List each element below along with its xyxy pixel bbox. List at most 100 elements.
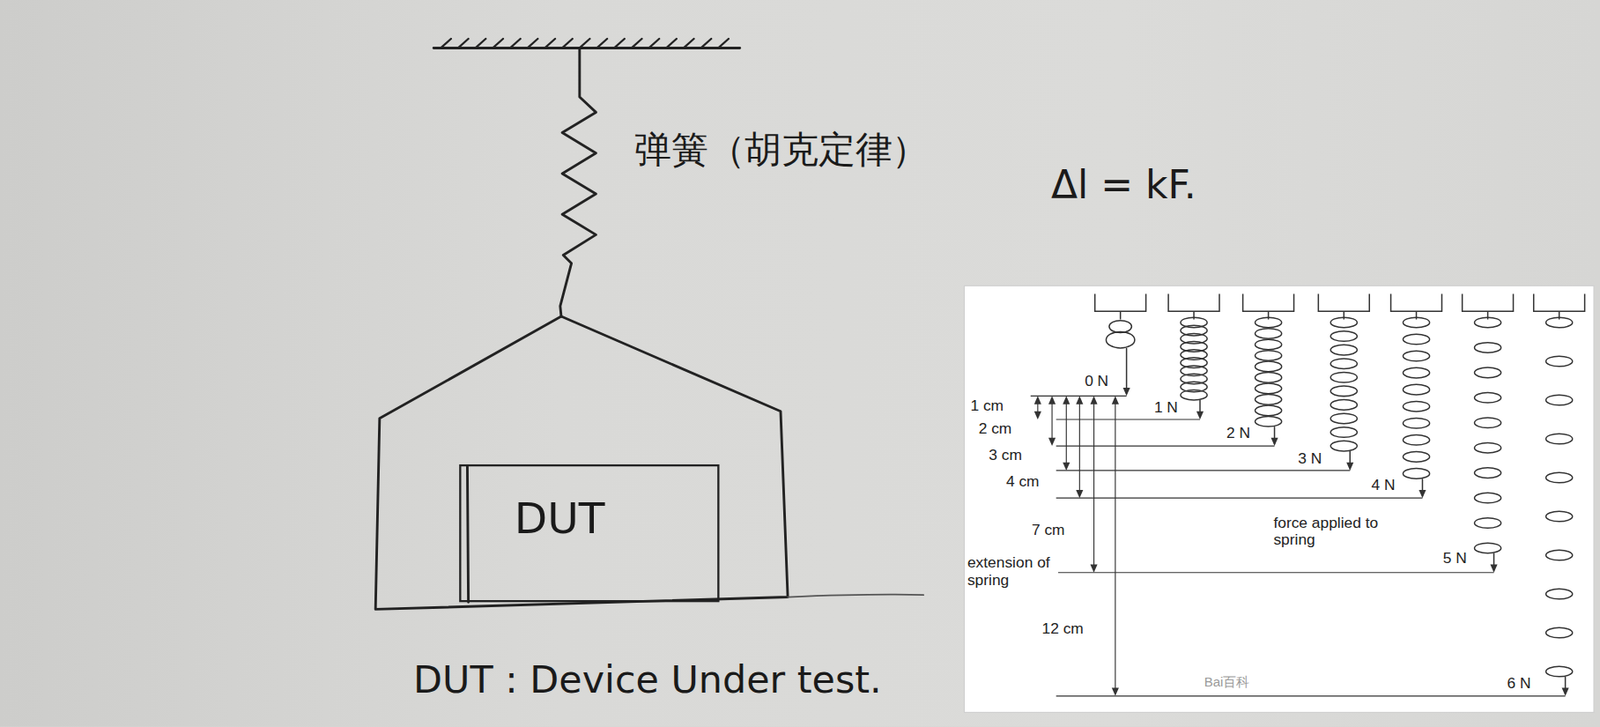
axis-note: force applied to spring: [1272, 513, 1389, 549]
spring-hanger: [1487, 311, 1489, 319]
arrow-head: [1346, 462, 1354, 471]
device-label: DUT: [514, 492, 606, 543]
force-value: 3 N: [1296, 449, 1323, 467]
dimension-value: 12 cm: [1040, 619, 1085, 638]
force-value: 0 N: [1083, 371, 1110, 390]
spring-coil: [1546, 666, 1573, 677]
spring-coil: [1255, 361, 1282, 372]
arrow-head: [1123, 387, 1131, 396]
spring-coil: [1474, 342, 1502, 354]
axis-note: extension of spring: [966, 553, 1059, 589]
arrow-head: [1034, 411, 1042, 420]
arrow-head: [1034, 395, 1042, 404]
arrow-head: [1048, 395, 1056, 404]
arrow-head: [1075, 489, 1083, 498]
spring-coil: [1109, 320, 1132, 334]
arrow-head: [1489, 563, 1497, 572]
dimension-value: 4 cm: [1005, 472, 1041, 490]
arrow-head: [1111, 395, 1119, 404]
caption-note: DUT : Device Under test.: [413, 659, 882, 703]
spring-coil: [1255, 394, 1282, 406]
ceiling-line: [433, 46, 740, 50]
spring-coil: [1402, 435, 1430, 446]
dimension-value: 2 cm: [977, 419, 1014, 438]
ceiling-hatch: [440, 38, 729, 48]
spring-coil: [1546, 549, 1573, 561]
spring-coil: [1402, 417, 1430, 429]
arrow-head: [1196, 411, 1204, 420]
support-bracket: [1391, 294, 1443, 312]
spring-hanger: [1415, 311, 1418, 319]
spring-extension-figure: [1030, 294, 1586, 697]
dimension-arrow: [1066, 399, 1067, 468]
spring-hanger: [1192, 311, 1195, 319]
spring-coil: [1255, 317, 1282, 328]
spring-coil: [1330, 440, 1357, 452]
housing-outline: [375, 316, 788, 609]
spring-coil: [1105, 331, 1134, 349]
spring-coil: [1546, 433, 1573, 445]
spring-hanger: [1558, 311, 1561, 319]
base-line: [787, 594, 924, 598]
spring-symbol: [560, 47, 597, 317]
spring-coil: [1402, 333, 1430, 345]
arrow-head: [1089, 563, 1097, 572]
arrow-head: [1062, 395, 1070, 404]
arrow-head: [1075, 395, 1083, 404]
dimension-value: 3 cm: [987, 445, 1023, 464]
spring-coil: [1330, 385, 1357, 397]
spring-coil: [1402, 451, 1430, 463]
spring-coil: [1546, 355, 1573, 367]
spring-hanger: [1343, 311, 1346, 319]
force-value: 5 N: [1441, 548, 1467, 567]
spring-coil: [1474, 542, 1502, 554]
arrow-head: [1562, 688, 1570, 697]
spring-coil: [1546, 472, 1573, 483]
dimension-arrow: [1093, 399, 1095, 570]
reference-line: [1056, 497, 1423, 499]
spring-coil: [1402, 400, 1430, 412]
spring-coil: [1255, 405, 1282, 416]
spring-coil: [1402, 468, 1430, 480]
arrow-head: [1111, 688, 1119, 697]
spring-coil: [1474, 467, 1502, 479]
spring-annotation: 弹簧（胡克定律）: [634, 128, 929, 171]
spring-coil: [1255, 339, 1282, 350]
spring-coil: [1474, 317, 1502, 328]
spring-coil: [1330, 358, 1357, 370]
support-bracket: [1318, 294, 1370, 312]
support-bracket: [1168, 294, 1220, 312]
reference-line: [1056, 469, 1351, 471]
force-value: 4 N: [1370, 475, 1396, 494]
reference-line: [1056, 445, 1275, 447]
spring-coil: [1255, 383, 1282, 394]
spring-coil: [1546, 317, 1573, 328]
arrow-head: [1270, 437, 1278, 446]
box-inner-line: [466, 466, 468, 602]
spring-coil: [1474, 392, 1502, 404]
spring-coil: [1546, 511, 1573, 522]
arrow-head: [1418, 489, 1426, 498]
arrow-head: [1048, 437, 1056, 446]
spring-coil: [1402, 367, 1430, 378]
support-bracket: [1533, 294, 1586, 312]
reference-line: [1056, 418, 1200, 420]
spring-coil: [1330, 427, 1357, 438]
watermark: Bai百科: [1204, 675, 1251, 691]
spring-coil: [1546, 627, 1573, 638]
device-box: DUT: [459, 464, 719, 602]
spring-coil: [1474, 492, 1502, 504]
force-value: 6 N: [1505, 673, 1532, 691]
formula: Δl = kF.: [1051, 162, 1197, 208]
spring-coil: [1402, 384, 1430, 395]
support-bracket: [1462, 294, 1514, 312]
reference-line: [1056, 571, 1495, 573]
reference-line: [1056, 695, 1566, 697]
force-value: 1 N: [1153, 398, 1179, 416]
spring-hanger: [1267, 311, 1270, 319]
dimension-value: 1 cm: [969, 395, 1005, 414]
spring-coil: [1330, 371, 1357, 383]
spring-coil: [1255, 350, 1282, 362]
